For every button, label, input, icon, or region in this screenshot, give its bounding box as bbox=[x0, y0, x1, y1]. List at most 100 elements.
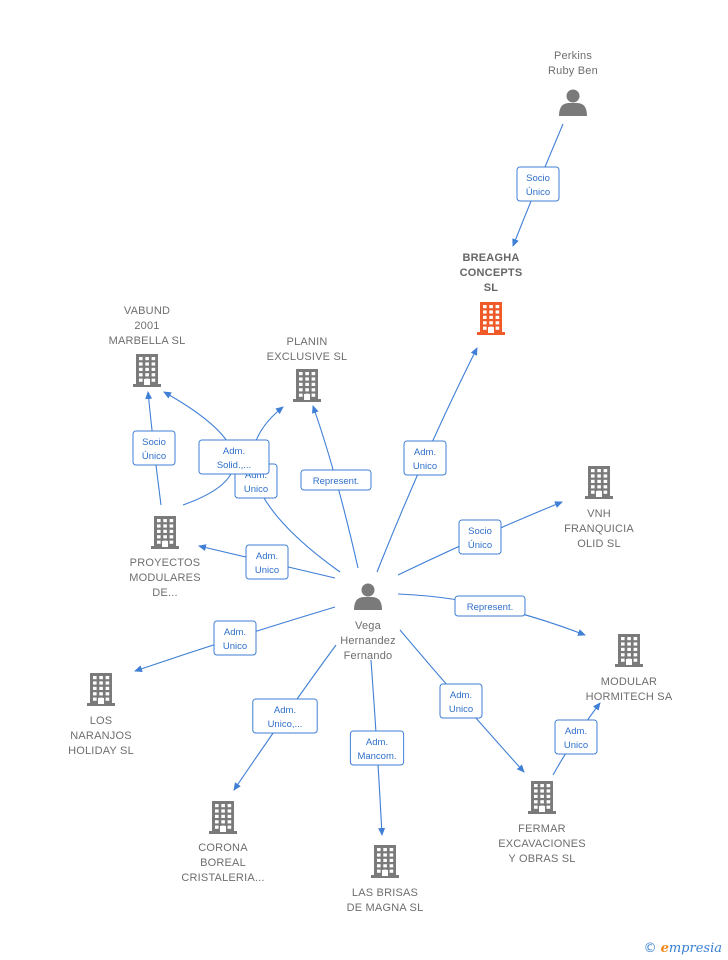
edge-labels-layer: SocioÚnicoAdm.UnicoRepresent.Adm.UnicoSo… bbox=[132, 166, 598, 766]
edge-label-text: Único bbox=[142, 451, 166, 462]
brand-footer[interactable]: ©empresia bbox=[644, 941, 722, 956]
brand-name: mpresia bbox=[668, 941, 722, 956]
edge-label[interactable]: Adm. Unico bbox=[403, 440, 447, 476]
node-label: FRANQUICIA bbox=[564, 523, 634, 535]
edge-label[interactable]: Adm. Unico bbox=[554, 719, 598, 755]
building-icon bbox=[585, 466, 613, 499]
edge-label-text: Unico bbox=[223, 641, 247, 652]
building-icon bbox=[133, 354, 161, 387]
building-icon bbox=[151, 516, 179, 549]
edge-label-text: Mancom. bbox=[357, 751, 396, 762]
node-label: MODULAR bbox=[601, 676, 657, 688]
edge-label-box bbox=[213, 620, 257, 656]
edge-label-text: Unico bbox=[413, 461, 437, 472]
building-icon bbox=[477, 302, 505, 335]
building-icon bbox=[528, 781, 556, 814]
edge-label-box bbox=[132, 430, 176, 466]
edge-label-text: Represent. bbox=[467, 602, 513, 613]
node-label: Fernando bbox=[344, 650, 393, 662]
edge-label-text: Único bbox=[468, 540, 492, 551]
node-label: Y OBRAS SL bbox=[508, 853, 575, 865]
edge-label[interactable]: Adm.Unico bbox=[213, 620, 257, 656]
edge-label[interactable]: Represent. bbox=[454, 595, 526, 617]
edge-label-text: Socio bbox=[468, 526, 492, 537]
node-label: FERMAR bbox=[518, 823, 566, 835]
node-label: Ruby Ben bbox=[548, 65, 598, 77]
node-label: DE... bbox=[152, 587, 177, 599]
edge-label-text: Unico bbox=[244, 484, 268, 495]
node-label: PLANIN bbox=[287, 336, 328, 348]
node-label: NARANJOS bbox=[70, 730, 132, 742]
edge-label-text: Adm. bbox=[450, 690, 472, 701]
node-corona[interactable]: CORONABOREALCRISTALERIA... bbox=[181, 801, 264, 884]
edge-label-text: Socio bbox=[526, 173, 550, 184]
node-vnh[interactable]: VNH FRANQUICIA OLID SL bbox=[564, 466, 634, 550]
node-label: CONCEPTS bbox=[460, 267, 523, 279]
node-label: LAS BRISAS bbox=[352, 887, 418, 899]
node-label: DE MAGNA SL bbox=[347, 902, 424, 914]
edge-label-box bbox=[454, 595, 526, 617]
edge-label-text: Adm. bbox=[366, 737, 388, 748]
node-label: Vega bbox=[355, 620, 382, 632]
edge-label-text: Unico,... bbox=[268, 719, 303, 730]
edge-label[interactable]: Adm. Solid.,... bbox=[198, 439, 270, 475]
edge-label-text: Adm. bbox=[256, 551, 278, 562]
node-label: VABUND bbox=[124, 305, 170, 317]
node-label: VNH bbox=[587, 508, 611, 520]
node-label: MODULARES bbox=[129, 572, 200, 584]
edge-label-text: Adm. bbox=[245, 470, 267, 481]
edge-label-box bbox=[439, 683, 483, 719]
edge-label-box bbox=[252, 698, 318, 734]
edge-label-text: Solid.,... bbox=[217, 460, 251, 471]
building-icon bbox=[371, 845, 399, 878]
node-label: CORONA bbox=[198, 842, 248, 854]
edge-label[interactable]: Adm. Unico bbox=[245, 544, 289, 580]
edge-label-text: Represent. bbox=[313, 476, 359, 487]
edge-label[interactable]: Adm. Unico bbox=[439, 683, 483, 719]
edge-label-text: Socio bbox=[142, 437, 166, 448]
edge-label[interactable]: Adm. Mancom. bbox=[349, 730, 405, 766]
node-label: EXCAVACIONES bbox=[498, 838, 586, 850]
edge-label-box bbox=[245, 544, 289, 580]
edge-label-text: Unico bbox=[255, 565, 279, 576]
node-label: 2001 bbox=[134, 320, 159, 332]
building-icon bbox=[87, 673, 115, 706]
edge-label-text: Adm. bbox=[414, 447, 436, 458]
node-brisas[interactable]: LAS BRISAS DE MAGNA SL bbox=[347, 845, 424, 914]
building-icon bbox=[209, 801, 237, 834]
edge-label[interactable]: Adm. Unico,... bbox=[252, 698, 318, 734]
node-label: Perkins bbox=[554, 50, 592, 62]
node-label: CRISTALERIA... bbox=[181, 872, 264, 884]
edge-label-text: Adm. bbox=[223, 446, 245, 457]
person-icon bbox=[559, 89, 587, 116]
edge-label-text: Adm. bbox=[565, 726, 587, 737]
edge-label-text: Único bbox=[526, 187, 550, 198]
brand-initial: e bbox=[660, 941, 669, 956]
edge-label[interactable]: Represent. bbox=[300, 469, 372, 491]
edge-label-box bbox=[516, 166, 560, 202]
edge-label-box bbox=[403, 440, 447, 476]
edge-label-box bbox=[198, 439, 270, 475]
node-label: SL bbox=[484, 282, 499, 294]
node-label: OLID SL bbox=[577, 538, 621, 550]
node-fermar[interactable]: FERMAR EXCAVACIONES Y OBRAS SL bbox=[498, 781, 586, 865]
edge-label-text: Adm. bbox=[274, 705, 296, 716]
node-proyectos[interactable]: PROYECTOSMODULARESDE... bbox=[129, 516, 201, 599]
node-label: LOS bbox=[90, 715, 113, 727]
edge-label-text: Unico bbox=[564, 740, 588, 751]
building-icon bbox=[293, 369, 321, 402]
edge-label-text: Unico bbox=[449, 704, 473, 715]
person-icon bbox=[354, 583, 382, 610]
